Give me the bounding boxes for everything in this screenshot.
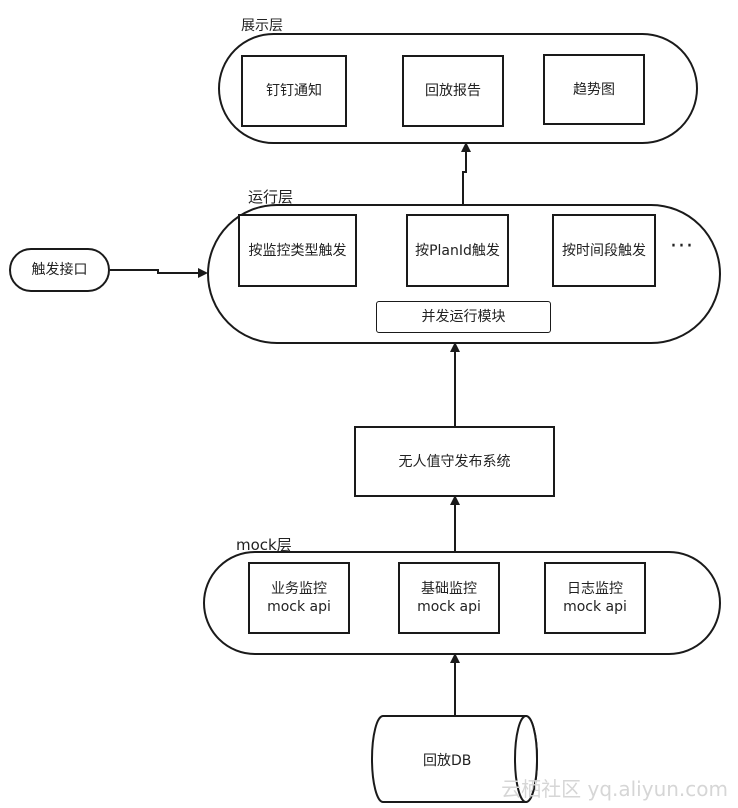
log-monitor-api-label: mock api [563, 599, 627, 615]
business-monitor-label: 业务监控 [271, 581, 327, 597]
business-monitor-api-label: mock api [267, 599, 331, 615]
release-system-label: 无人值守发布系统 [398, 453, 511, 470]
mock-layer-label: mock层 [236, 536, 292, 554]
concurrent-run-module-box: 并发运行模块 [376, 301, 551, 333]
watermark: 云栖社区 yq.aliyun.com [501, 777, 728, 801]
trend-chart-box: 趋势图 [543, 54, 645, 125]
trigger-by-time-range-label: 按时间段触发 [562, 242, 646, 259]
dingtalk-notify-box: 钉钉通知 [241, 55, 347, 127]
trigger-interface-label: 触发接口 [31, 262, 88, 278]
trigger-by-time-range-box: 按时间段触发 [552, 214, 656, 287]
trigger-by-monitor-type-box: 按监控类型触发 [238, 214, 357, 287]
trigger-by-planid-label: 按PlanId触发 [415, 242, 500, 259]
dingtalk-notify-label: 钉钉通知 [266, 83, 322, 99]
trigger-by-planid-box: 按PlanId触发 [406, 214, 509, 287]
basic-monitor-mock-box: 基础监控 mock api [398, 562, 500, 634]
replay-db-label: 回放DB [423, 753, 472, 769]
replay-report-box: 回放报告 [402, 55, 504, 127]
log-monitor-label: 日志监控 [567, 581, 623, 597]
arrow-run-to-display [461, 142, 471, 204]
log-monitor-mock-box: 日志监控 mock api [544, 562, 646, 634]
release-system-box: 无人值守发布系统 [354, 426, 555, 497]
run-layer-label: 运行层 [248, 188, 294, 206]
concurrent-run-module-label: 并发运行模块 [421, 309, 506, 325]
display-layer-label: 展示层 [241, 18, 283, 34]
replay-report-label: 回放报告 [425, 83, 481, 99]
arrow-trigger-to-run [110, 268, 208, 278]
more-ellipsis: ··· [670, 234, 694, 259]
trigger-by-monitor-type-label: 按监控类型触发 [248, 242, 347, 259]
basic-monitor-api-label: mock api [417, 599, 481, 615]
database-cylinder [371, 715, 538, 803]
basic-monitor-label: 基础监控 [421, 581, 477, 597]
business-monitor-mock-box: 业务监控 mock api [248, 562, 350, 634]
trend-chart-label: 趋势图 [573, 81, 615, 98]
trigger-interface-pill: 触发接口 [9, 248, 110, 292]
